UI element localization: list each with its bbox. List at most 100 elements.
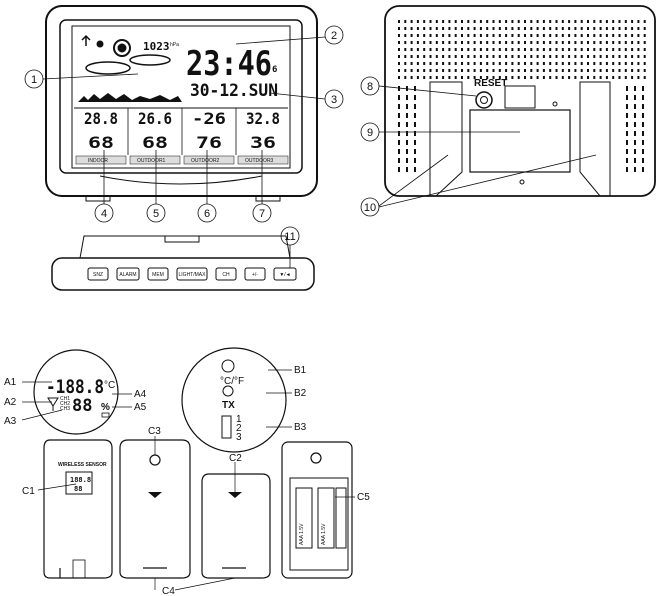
- vent-hole: [555, 34, 558, 37]
- vent-hole: [414, 122, 416, 127]
- label-c2: C2: [229, 453, 242, 464]
- vent-hole: [454, 34, 457, 37]
- vent-hole: [498, 76, 501, 79]
- vent-hole: [423, 41, 426, 44]
- vent-hole: [524, 27, 526, 30]
- vent-hole: [479, 34, 482, 37]
- sensor-back: [119, 439, 191, 579]
- vent-hole: [634, 113, 636, 118]
- vent-hole: [517, 55, 520, 58]
- vent-hole: [530, 69, 533, 72]
- vent-hole: [643, 55, 646, 58]
- vent-hole: [398, 149, 400, 154]
- vent-hole: [406, 149, 408, 154]
- vent-hole: [461, 48, 463, 51]
- vent-hole: [587, 27, 589, 30]
- front-unit: [45, 5, 318, 202]
- label-c1: C1: [22, 486, 35, 497]
- vent-hole: [593, 41, 596, 44]
- vent-hole: [631, 62, 634, 65]
- sensor-panels: 28.8 26.6 -26 32.8 68 68 76 36 INDOOR OU…: [74, 107, 289, 165]
- channel-switch: [221, 415, 232, 439]
- pressure-value: 1023: [143, 40, 170, 53]
- terrain-graphic: [78, 93, 182, 102]
- vent-hole: [549, 69, 552, 72]
- sensor-mini-hum: 88: [74, 485, 82, 493]
- vent-hole: [612, 34, 615, 37]
- vent-hole: [414, 86, 416, 91]
- vent-hole: [505, 62, 508, 65]
- vent-hole: [580, 27, 583, 30]
- vent-hole: [561, 48, 564, 51]
- callout-8: 8: [367, 81, 373, 93]
- vent-hole: [414, 113, 416, 118]
- vent-hole: [454, 69, 457, 72]
- vent-hole: [593, 76, 596, 79]
- vent-hole: [580, 20, 583, 23]
- vent-hole: [416, 20, 419, 23]
- vent-hole: [511, 41, 514, 44]
- vent-hole: [524, 55, 526, 58]
- cloud-icon: [85, 61, 131, 75]
- vent-hole: [631, 69, 634, 72]
- vent-hole: [643, 41, 646, 44]
- vent-hole: [429, 34, 432, 37]
- vent-hole: [467, 48, 470, 51]
- vent-hole: [454, 20, 457, 23]
- vent-hole: [492, 76, 495, 79]
- vent-hole: [574, 55, 577, 58]
- vent-hole: [599, 20, 602, 23]
- vent-hole: [492, 69, 495, 72]
- vent-hole: [398, 140, 400, 145]
- vent-hole: [505, 27, 508, 30]
- vent-hole: [530, 20, 533, 23]
- vent-hole: [406, 167, 408, 172]
- vent-hole: [461, 27, 463, 30]
- vent-hole: [624, 48, 627, 51]
- vent-hole: [429, 76, 432, 79]
- vent-hole: [631, 48, 634, 51]
- vent-hole: [429, 69, 432, 72]
- vent-hole: [442, 55, 445, 58]
- vent-hole: [473, 55, 476, 58]
- vent-hole: [605, 48, 608, 51]
- panel-1-temp: 28.8: [84, 109, 118, 128]
- ch2-label: CH2: [60, 401, 70, 407]
- vent-hole: [473, 62, 476, 65]
- vent-hole: [486, 41, 489, 44]
- vent-hole: [587, 69, 589, 72]
- vent-hole: [524, 69, 526, 72]
- vent-hole: [498, 20, 501, 23]
- callout-11: 11: [284, 231, 295, 243]
- vent-hole: [505, 34, 508, 37]
- callout-6: 6: [204, 208, 210, 220]
- vent-hole: [587, 76, 589, 79]
- vent-hole: [580, 55, 583, 58]
- top-button: [176, 267, 208, 281]
- vent-hole: [549, 27, 552, 30]
- vent-hole: [435, 69, 438, 72]
- vent-hole: [631, 27, 634, 30]
- vent-hole: [624, 69, 627, 72]
- vent-hole: [454, 41, 457, 44]
- reset-button: [475, 91, 493, 109]
- vent-hole: [505, 69, 508, 72]
- vent-hole: [561, 69, 564, 72]
- vent-hole: [574, 48, 577, 51]
- vent-hole: [435, 62, 438, 65]
- vent-hole: [517, 62, 520, 65]
- vent-hole: [524, 34, 526, 37]
- vent-hole: [536, 41, 539, 44]
- vent-hole: [410, 34, 413, 37]
- vent-hole: [536, 48, 539, 51]
- top-button-label: MEM: [152, 272, 164, 278]
- vent-hole: [643, 69, 646, 72]
- vent-hole: [467, 62, 470, 65]
- vent-hole: [618, 41, 621, 44]
- vent-hole: [549, 20, 552, 23]
- vent-hole: [498, 55, 501, 58]
- vent-hole: [530, 62, 533, 65]
- vent-hole: [549, 76, 552, 79]
- top-button: [273, 267, 297, 281]
